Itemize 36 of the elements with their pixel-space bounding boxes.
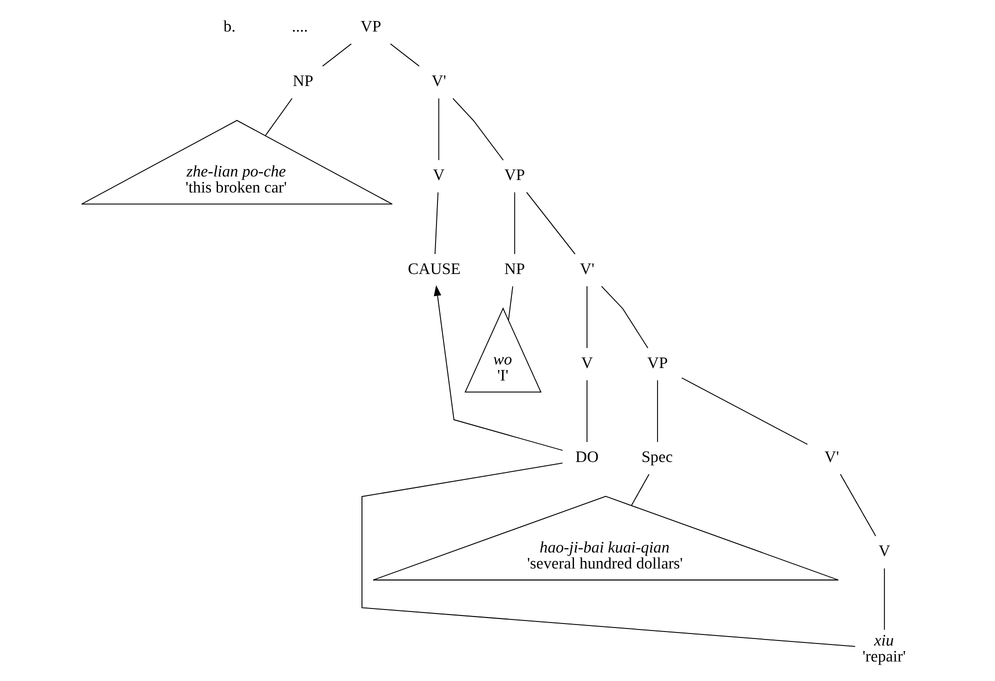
connector — [884, 568, 885, 630]
connector — [514, 192, 516, 254]
connector — [840, 474, 876, 536]
node-text: CAUSE — [408, 261, 461, 278]
node-text: NP — [504, 261, 525, 278]
connector — [586, 380, 588, 442]
connector — [434, 192, 438, 254]
connector — [681, 377, 808, 445]
node-text: xiu 'repair' — [862, 632, 906, 666]
label: b. — [224, 18, 236, 36]
connector — [601, 286, 648, 348]
node-text: NP — [292, 73, 314, 90]
node-text: DO — [575, 449, 599, 466]
connector — [657, 380, 658, 442]
node-text: V' — [432, 73, 446, 90]
connector — [438, 98, 440, 161]
node-text: VP — [504, 167, 525, 184]
connector — [526, 192, 576, 254]
node-text: V' — [824, 449, 840, 466]
node-text: V — [878, 543, 890, 560]
node-text: V — [581, 355, 593, 372]
connector — [508, 286, 514, 321]
connector — [265, 98, 293, 136]
node-text: VP — [647, 355, 668, 372]
node-text: Spec — [641, 449, 673, 466]
node-text: V' — [580, 261, 594, 278]
arrow — [434, 285, 564, 451]
connector — [586, 286, 588, 348]
connector — [452, 98, 504, 161]
connector — [322, 43, 352, 67]
label: .... — [292, 18, 308, 36]
node-text: V — [432, 167, 445, 184]
connector — [362, 462, 856, 647]
connector — [631, 474, 650, 506]
node-text: VP — [360, 18, 382, 36]
connector — [390, 43, 420, 67]
